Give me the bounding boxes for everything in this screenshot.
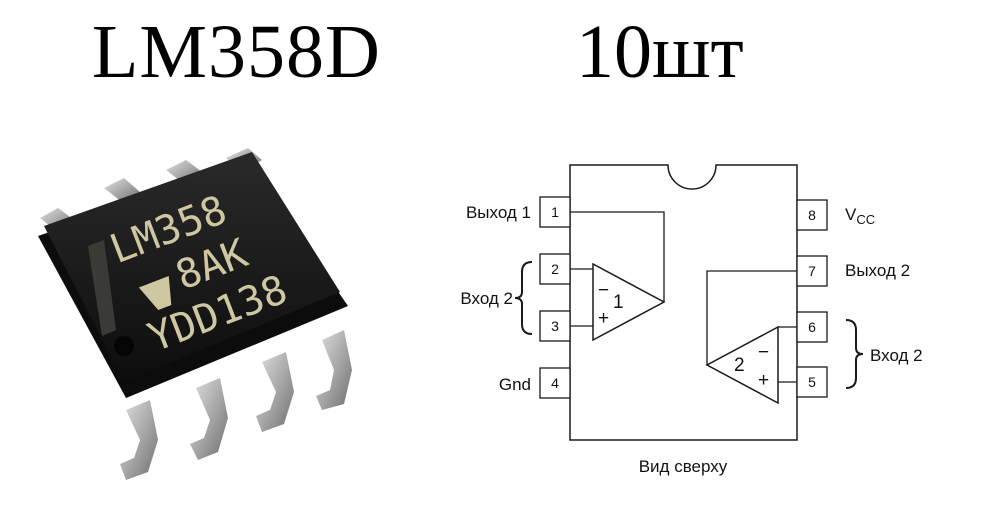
left-input-label: Вход 2 (460, 289, 513, 308)
pin-5-number: 5 (808, 374, 816, 390)
pin-4: 4 (539, 367, 571, 399)
pin-4-number: 4 (551, 375, 559, 391)
chip-body (44, 152, 340, 382)
opamp-2-plus: + (758, 370, 769, 391)
ti-logo-icon (138, 276, 172, 311)
pin-4-label: Gnd (499, 375, 531, 394)
left-input-brace (514, 261, 533, 335)
opamp-2: − + 2 (705, 270, 797, 405)
top-view-caption: Вид сверху (639, 457, 728, 476)
pin-7-label: Выход 2 (845, 261, 910, 280)
pin-6: 6 (796, 311, 828, 343)
pin-5: 5 (796, 366, 828, 398)
opamp-2-id: 2 (734, 355, 745, 376)
chip-front-leads (120, 330, 352, 480)
pin-3: 3 (539, 310, 571, 342)
opamp-1-plus: + (598, 308, 609, 329)
chip-photo: LM358 8AK YDD138 (38, 148, 352, 480)
pin-1-label: Выход 1 (466, 203, 531, 222)
right-input-brace (845, 319, 864, 389)
pin-1-number: 1 (551, 204, 559, 220)
pin-7-number: 7 (808, 263, 816, 279)
opamp-1: − + 1 (570, 211, 666, 342)
opamp-1-minus: − (598, 280, 609, 301)
pin-7: 7 (796, 255, 828, 287)
pin-2: 2 (539, 253, 571, 285)
pin-8-number: 8 (808, 207, 816, 223)
pin-3-number: 3 (551, 318, 559, 334)
logo-stripe (88, 240, 116, 336)
opamp-2-minus: − (758, 342, 769, 363)
part-number-title: LM358D (92, 10, 381, 94)
opamp-1-id: 1 (613, 292, 624, 313)
pin1-dot (114, 336, 134, 356)
right-input-label: Вход 2 (870, 346, 923, 365)
pin-8-label: VCC (845, 205, 875, 227)
package-outline (569, 164, 798, 441)
quantity-title: 10шт (576, 10, 744, 94)
pin-1: 1 (539, 196, 571, 228)
pin-2-number: 2 (551, 261, 559, 277)
pin-8: 8 (796, 199, 828, 231)
pin-6-number: 6 (808, 319, 816, 335)
